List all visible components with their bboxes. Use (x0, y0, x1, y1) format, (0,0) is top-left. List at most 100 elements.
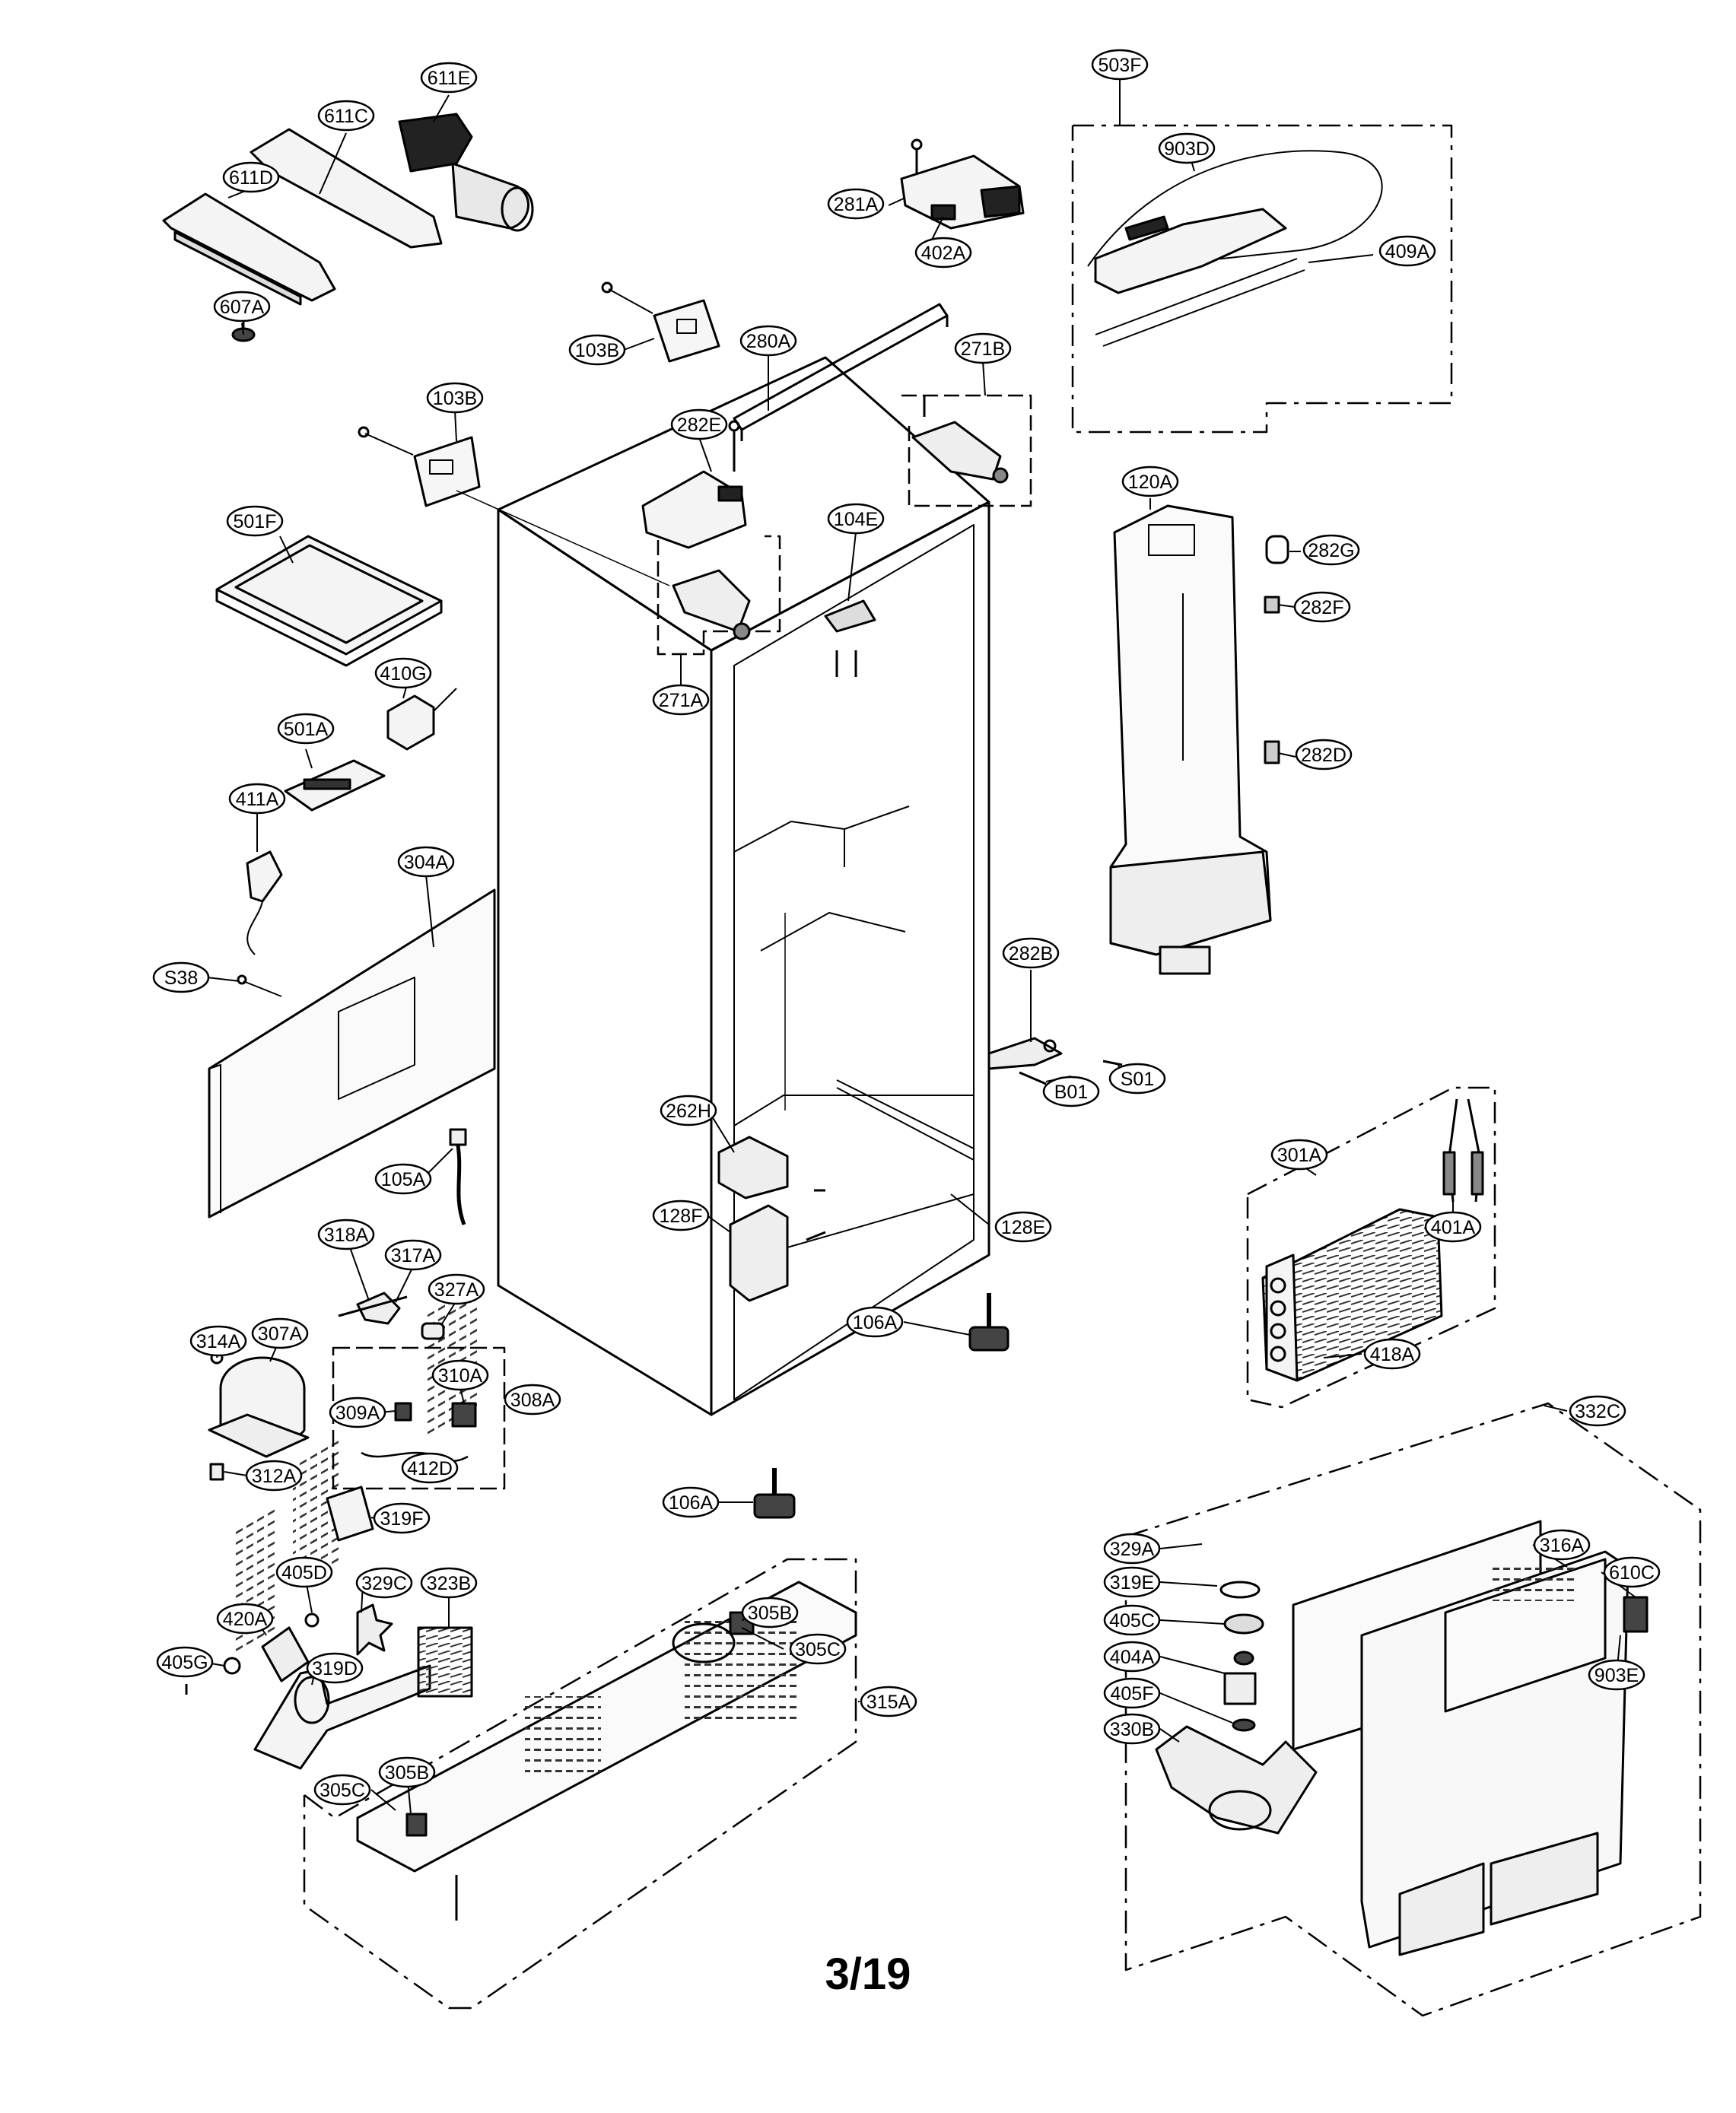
callout-label: 318A (324, 1225, 369, 1246)
callout-262h: 262H (660, 1095, 717, 1126)
callout-271b: 271B (954, 332, 1012, 364)
callout-label: 282E (677, 415, 721, 436)
callout-label: 405C (1109, 1610, 1155, 1632)
callout-label: 411A (236, 789, 279, 810)
callout-282e: 282E (670, 408, 728, 440)
callout-label: 319E (1110, 1572, 1154, 1593)
callout-label: 405D (281, 1562, 327, 1584)
callout-label: 327A (434, 1279, 479, 1301)
compressor-307a (208, 1351, 310, 1481)
callout-label: 611D (229, 167, 273, 189)
callout-label: 305B (748, 1603, 792, 1624)
callout-281a: 281A (827, 188, 885, 220)
callout-411a: 411A (228, 783, 286, 815)
callout-label: 304A (404, 852, 449, 873)
air-duct-120a (1109, 504, 1289, 975)
bracket-103b-lower (358, 426, 670, 586)
callout-305c: 305C (789, 1633, 847, 1665)
callout-label: 106A (669, 1492, 714, 1514)
callout-label: 319F (380, 1508, 424, 1530)
callout-282d: 282D (1295, 739, 1353, 771)
callout-label: 282F (1301, 597, 1344, 618)
callout-607a: 607A (213, 291, 271, 323)
callout-501f: 501F (226, 505, 284, 537)
callout-label: 418A (1370, 1344, 1415, 1365)
callout-label: 305C (795, 1639, 841, 1660)
callout-310a: 310A (431, 1359, 489, 1391)
callout-317a: 317A (384, 1239, 442, 1271)
callout-282b: 282B (1002, 937, 1060, 969)
refrigerator-cabinet (497, 356, 990, 1416)
callout-label: 271A (659, 690, 704, 711)
callout-120a: 120A (1121, 465, 1179, 497)
callout-label: 305B (385, 1762, 429, 1784)
callout-309a: 309A (329, 1396, 386, 1428)
callout-label: 281A (834, 194, 879, 215)
callout-105a: 105A (374, 1163, 432, 1195)
page-number: 3/19 (825, 1949, 911, 1999)
callout-label: 280A (746, 331, 791, 352)
callout-405f: 405F (1103, 1677, 1161, 1709)
top-cover-rail (733, 303, 949, 441)
callout-305b: 305B (378, 1756, 436, 1788)
callout-label: 330B (1110, 1719, 1154, 1740)
callout-329a: 329A (1103, 1533, 1161, 1565)
callout-label: 104E (834, 509, 878, 530)
fan-assembly-332c (1124, 1402, 1702, 2017)
callout-903e: 903E (1588, 1659, 1645, 1691)
callout-label: 332C (1575, 1401, 1620, 1422)
callout-501a: 501A (277, 713, 335, 745)
callout-label: 312A (252, 1466, 297, 1487)
callout-label: 106A (853, 1312, 898, 1333)
callout-305c: 305C (313, 1774, 371, 1806)
callout-label: 402A (921, 243, 966, 264)
callout-label: 420A (223, 1609, 268, 1630)
callout-label: 903D (1164, 138, 1210, 160)
callout-319f: 319F (373, 1502, 431, 1534)
callout-label: 501F (234, 511, 277, 532)
callout-label: 323B (427, 1573, 471, 1594)
callout-label: 319D (312, 1658, 358, 1679)
leveling-feet (753, 1293, 1009, 1519)
lower-hinge-282b (987, 1037, 1123, 1085)
callout-label: 103B (433, 388, 477, 409)
callout-404a: 404A (1103, 1641, 1161, 1673)
callout-label: S38 (164, 968, 198, 989)
condenser-fan-parts (185, 1603, 473, 1770)
callout-503f: 503F (1091, 49, 1149, 81)
callout-402a: 402A (914, 237, 972, 268)
callout-label: 329C (361, 1573, 407, 1594)
callout-label: 128E (1001, 1217, 1045, 1238)
evaporator-301a (1246, 1086, 1496, 1409)
callout-106a: 106A (662, 1486, 720, 1518)
callout-104e: 104E (827, 503, 885, 535)
callout-315a: 315A (860, 1686, 917, 1717)
callout-405c: 405C (1103, 1604, 1161, 1636)
callout-label: 128F (660, 1206, 703, 1227)
callout-label: 309A (335, 1403, 380, 1424)
callout-305b: 305B (741, 1597, 799, 1628)
callout-611e: 611E (420, 62, 478, 94)
callout-label: 607A (220, 297, 265, 318)
callout-409a: 409A (1378, 235, 1436, 267)
callout-307a: 307A (251, 1317, 309, 1349)
callout-405d: 405D (275, 1556, 333, 1588)
callout-418a: 418A (1363, 1338, 1421, 1370)
cover-319f (326, 1485, 374, 1542)
callout-label: 610C (1609, 1562, 1655, 1584)
callout-282f: 282F (1293, 591, 1351, 623)
callout-420a: 420A (216, 1603, 274, 1635)
callout-316a: 316A (1533, 1529, 1591, 1561)
callout-271a: 271A (652, 684, 710, 716)
callout-label: 301A (1277, 1145, 1322, 1166)
callout-label: 404A (1110, 1647, 1155, 1668)
callout-label: 282G (1308, 540, 1354, 561)
callout-label: 105A (381, 1169, 426, 1190)
ice-maker-parts (162, 113, 534, 342)
callout-128f: 128F (652, 1199, 710, 1231)
callout-label: 271B (961, 338, 1005, 360)
callout-label: 317A (391, 1245, 436, 1266)
callout-label: 611C (324, 106, 368, 127)
callout-label: 401A (1431, 1217, 1476, 1238)
